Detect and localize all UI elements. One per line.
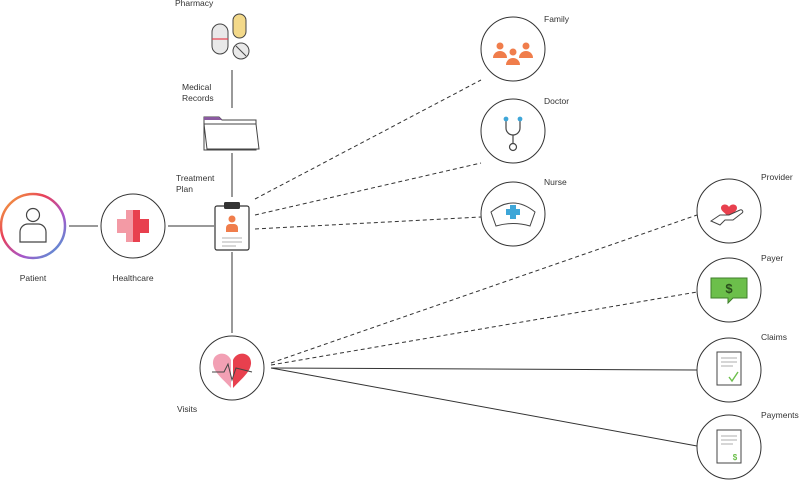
payment-document-icon: $ bbox=[716, 429, 742, 464]
treatment-plan-label: Treatment Plan bbox=[176, 173, 215, 194]
medical-cross-icon bbox=[117, 210, 149, 242]
payer-label: Payer bbox=[761, 253, 784, 263]
person-icon bbox=[19, 207, 47, 243]
provider-label: Provider bbox=[761, 172, 793, 182]
nurse-node[interactable] bbox=[480, 181, 546, 247]
healthcare-node[interactable] bbox=[100, 193, 166, 259]
visits-label: Visits bbox=[177, 404, 198, 414]
connector-visits-payments bbox=[270, 367, 698, 447]
payments-node[interactable]: $ bbox=[696, 414, 762, 480]
payments-label: Payments bbox=[761, 410, 799, 420]
pharmacy-label: Pharmacy bbox=[175, 0, 214, 8]
svg-text:$: $ bbox=[733, 453, 738, 462]
claims-node[interactable] bbox=[696, 337, 762, 403]
claim-document-icon bbox=[716, 351, 742, 386]
svg-text:$: $ bbox=[725, 281, 733, 296]
visits-node[interactable] bbox=[199, 335, 265, 401]
hand-heart-icon bbox=[709, 204, 744, 226]
connector-treatment-doctor bbox=[254, 162, 482, 216]
connectors bbox=[69, 70, 698, 447]
family-icon bbox=[493, 42, 533, 65]
patient-node[interactable] bbox=[0, 192, 67, 260]
connector-visits-provider bbox=[270, 214, 698, 364]
nurse-cap-icon bbox=[490, 202, 536, 227]
patient-label: Patient bbox=[19, 273, 47, 283]
connector-treatment-nurse bbox=[254, 216, 482, 230]
stethoscope-icon bbox=[503, 116, 523, 152]
money-message-icon: $ bbox=[710, 277, 748, 305]
doctor-label: Doctor bbox=[544, 96, 570, 106]
pills-icon[interactable] bbox=[211, 13, 250, 60]
connector-visits-payer bbox=[270, 291, 698, 366]
connector-visits-claims bbox=[270, 367, 698, 371]
doctor-node[interactable] bbox=[480, 98, 546, 164]
claims-label: Claims bbox=[761, 332, 787, 342]
provider-node[interactable] bbox=[696, 178, 762, 244]
family-label: Family bbox=[544, 14, 570, 24]
heartbeat-icon bbox=[212, 353, 253, 388]
healthcare-label: Healthcare bbox=[112, 273, 154, 283]
medical-records-label: Medical Records bbox=[182, 82, 214, 103]
family-node[interactable] bbox=[480, 16, 546, 82]
connector-treatment-family bbox=[254, 79, 482, 200]
nurse-label: Nurse bbox=[544, 177, 567, 187]
folder-icon[interactable] bbox=[203, 116, 260, 151]
clipboard-icon[interactable] bbox=[214, 202, 250, 251]
payer-node[interactable]: $ bbox=[696, 257, 762, 323]
